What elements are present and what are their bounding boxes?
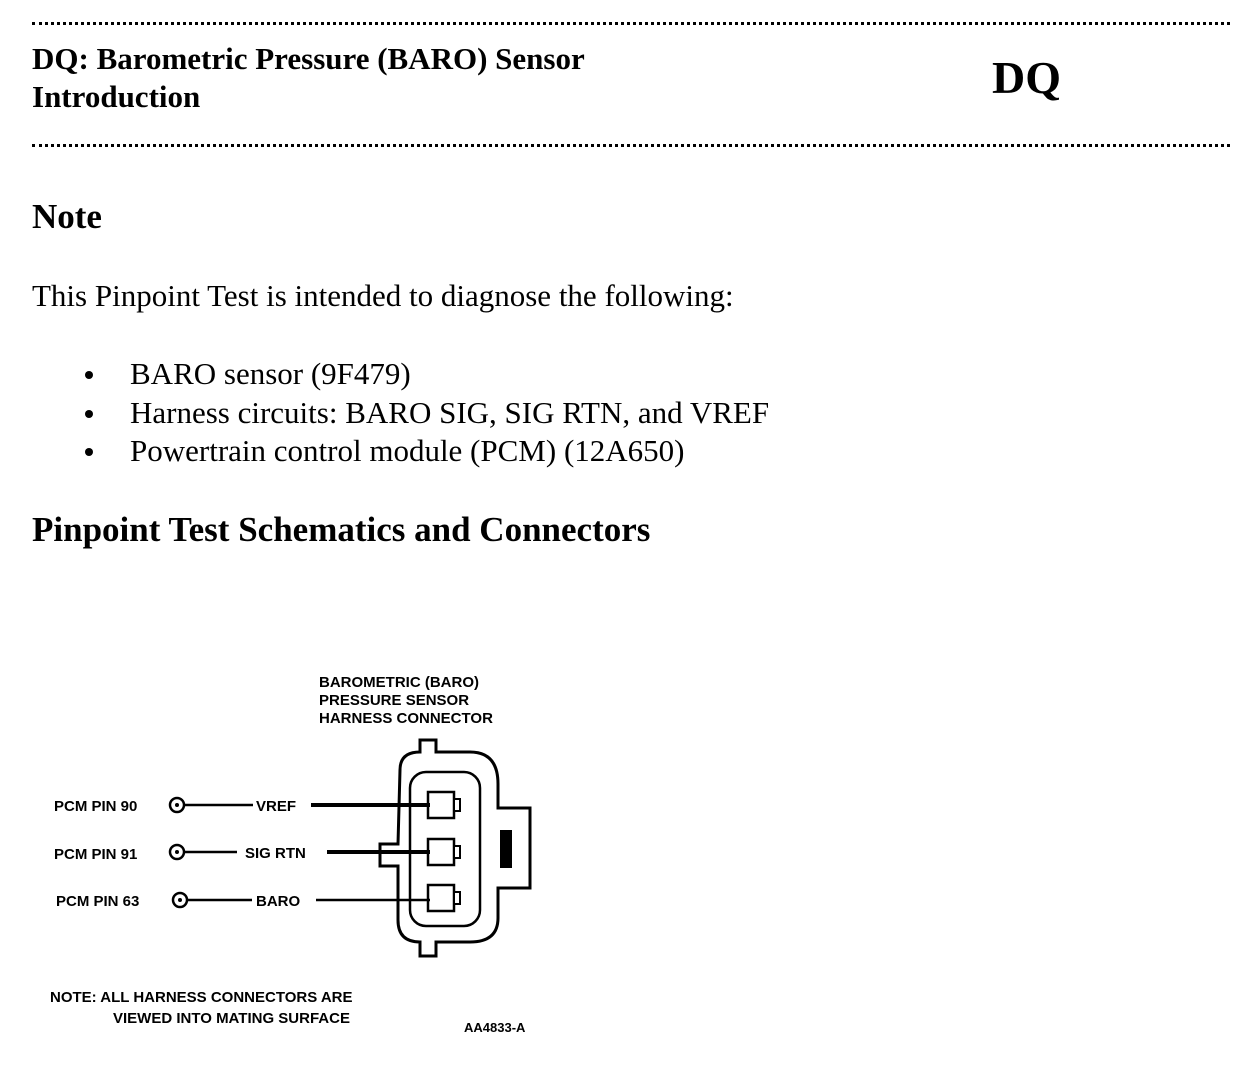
diagram-note-line1: NOTE: ALL HARNESS CONNECTORS ARE xyxy=(50,989,353,1006)
connector-title-line2: PRESSURE SENSOR xyxy=(319,692,469,709)
locking-tab xyxy=(500,830,512,868)
connector-title-line3: HARNESS CONNECTOR xyxy=(319,710,493,727)
pcm-pin-terminal-dot xyxy=(175,803,179,807)
list-item: BARO sensor (9F479) xyxy=(84,355,769,394)
diagnose-list: BARO sensor (9F479) Harness circuits: BA… xyxy=(84,355,769,471)
note-heading: Note xyxy=(32,197,102,236)
pcm-pin-terminal-dot xyxy=(175,850,179,854)
connector-housing xyxy=(378,738,532,958)
list-item: Harness circuits: BARO SIG, SIG RTN, and… xyxy=(84,394,769,433)
header-divider xyxy=(32,144,1230,147)
circuit-label: VREF xyxy=(256,798,296,815)
circuit-label: SIG RTN xyxy=(245,845,306,862)
pcm-pin-label: PCM PIN 90 xyxy=(54,798,137,815)
page-title: DQ: Barometric Pressure (BARO) Sensor In… xyxy=(32,40,585,116)
page-title-line2: Introduction xyxy=(32,79,201,114)
terminal-3 xyxy=(426,883,461,913)
top-divider xyxy=(32,22,1230,25)
circuit-label: BARO xyxy=(256,893,300,910)
pcm-pin-label: PCM PIN 91 xyxy=(54,846,137,863)
pcm-pin-terminal-dot xyxy=(178,898,182,902)
figure-id: AA4833-A xyxy=(464,1020,526,1035)
pcm-pin-label: PCM PIN 63 xyxy=(56,893,139,910)
connector-cavity xyxy=(408,770,482,928)
schematics-heading: Pinpoint Test Schematics and Connectors xyxy=(32,510,651,549)
section-code: DQ xyxy=(992,52,1061,103)
diagram-note-line2: VIEWED INTO MATING SURFACE xyxy=(113,1010,350,1027)
list-item: Powertrain control module (PCM) (12A650) xyxy=(84,432,769,471)
page-title-line1: DQ: Barometric Pressure (BARO) Sensor xyxy=(32,41,585,76)
connector-title-line1: BAROMETRIC (BARO) xyxy=(319,674,479,691)
terminal-2 xyxy=(426,837,461,867)
terminal-1 xyxy=(426,790,461,820)
note-intro: This Pinpoint Test is intended to diagno… xyxy=(32,278,734,313)
